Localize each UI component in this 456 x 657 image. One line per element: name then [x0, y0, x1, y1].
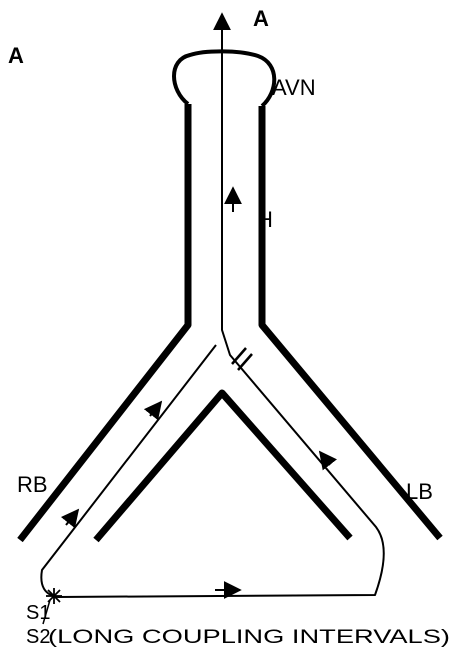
- av-node-label: AVN: [272, 75, 316, 100]
- panel-label: A: [8, 43, 24, 68]
- left-branch-label: LB: [406, 479, 433, 504]
- top-output-label: A: [253, 6, 269, 31]
- right-branch-label: RB: [17, 472, 48, 497]
- stimulus-s1-label: S1: [26, 602, 50, 624]
- rb-direction-arrow-lower: [66, 510, 78, 525]
- his-bundle-label: H: [257, 207, 273, 232]
- rb-direction-arrow-upper: [150, 402, 161, 416]
- conduction-pathway: [41, 28, 383, 597]
- coupling-interval-caption: (LONG COUPLING INTERVALS): [48, 627, 450, 648]
- s2-text: S2: [26, 626, 50, 648]
- s1-text: S1: [26, 602, 50, 624]
- septal-wedge: [96, 393, 350, 540]
- stimulus-s2-label: S2: [26, 626, 50, 648]
- av-node-outline: [174, 51, 274, 106]
